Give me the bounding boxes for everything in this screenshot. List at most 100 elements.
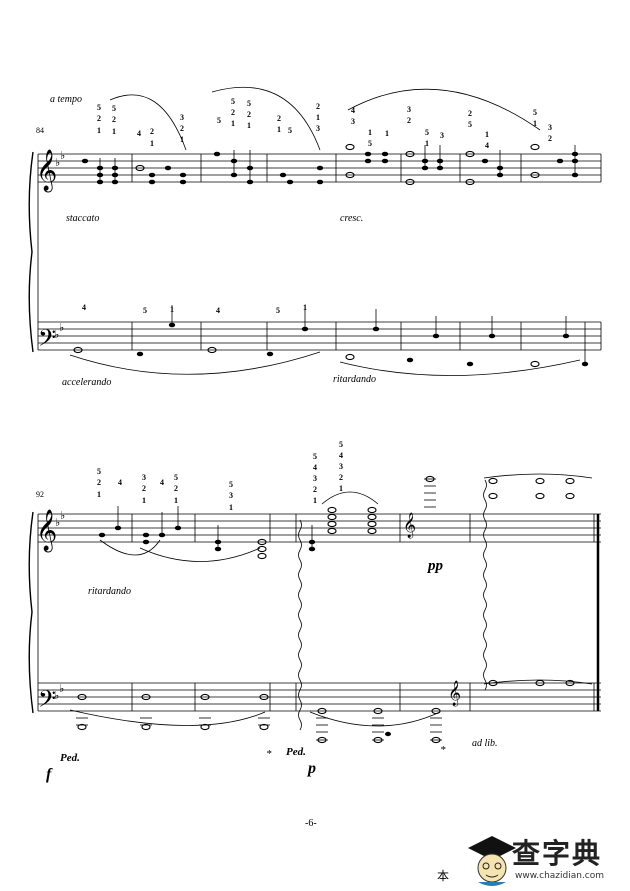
pedal-release-icon: * (266, 748, 272, 760)
fingering-number: 1 (247, 121, 251, 130)
fingering-number: 4 (216, 306, 220, 315)
fingering-number: 4 (160, 478, 164, 487)
fingering-number: 5 (247, 99, 251, 108)
pedal-release-icon: * (440, 744, 446, 756)
fingering-number: 5 (97, 467, 101, 476)
fingering-number: 5 (217, 116, 221, 125)
watermark-logo (458, 826, 630, 891)
fingering-number: 2 (112, 115, 116, 124)
fingering-number: 1 (180, 135, 184, 144)
fingering-number: 5 (112, 104, 116, 113)
fingering-number: 2 (97, 478, 101, 487)
system1-bass-staff (38, 321, 601, 351)
fingering-number: 5 (425, 128, 429, 137)
tempo-marking: accelerando (62, 377, 112, 388)
fingering-number: 4 (313, 463, 317, 472)
fingering-number: 5 (143, 306, 147, 315)
fingering-number: 3 (316, 124, 320, 133)
fingering-number: 3 (548, 123, 552, 132)
fingering-number: 4 (339, 451, 343, 460)
tempo-marking: ritardando (333, 374, 376, 385)
treble-clef-icon: 𝄞 (448, 680, 461, 706)
page-number: -6- (305, 818, 317, 829)
fingering-number: 1 (277, 125, 281, 134)
fingering-number: 2 (548, 134, 552, 143)
dynamic-marking: cresc. (340, 213, 364, 224)
treble-clef-icon: 𝄞 (36, 149, 57, 192)
fingering-number: 2 (142, 484, 146, 493)
fingering-number: 1 (485, 130, 489, 139)
fingering-number: 2 (316, 102, 320, 111)
svg-text:♭: ♭ (54, 328, 59, 341)
fingering-number: 1 (339, 484, 343, 493)
fingering-number: 5 (533, 108, 537, 117)
fingering-number: 2 (150, 127, 154, 136)
system2-treble-staff (38, 513, 601, 543)
fingering-number: 4 (82, 303, 86, 312)
watermark-title: 查字典 (512, 837, 603, 870)
fingering-number: 3 (407, 105, 411, 114)
fingering-number: 1 (150, 139, 154, 148)
fingering-number: 4 (118, 478, 122, 487)
fingering-number: 2 (277, 114, 281, 123)
pedal-marking: Ped. (286, 746, 306, 758)
fingering-number: 2 (468, 109, 472, 118)
fingering-number: 3 (142, 473, 146, 482)
fingering-number: 1 (174, 496, 178, 505)
svg-text:♭: ♭ (59, 321, 64, 334)
treble-clef-icon: 𝄞 (403, 512, 416, 538)
tempo-marking: ad lib. (472, 738, 498, 749)
fingering-number: 3 (313, 474, 317, 483)
fingering-number: 1 (97, 490, 101, 499)
articulation-marking: staccato (66, 213, 100, 224)
fingering-number: 5 (231, 97, 235, 106)
fingering-number: 1 (313, 496, 317, 505)
fingering-number: 1 (142, 496, 146, 505)
fingering-number: 5 (97, 103, 101, 112)
svg-text:♭: ♭ (55, 156, 60, 169)
dynamic-forte: f (46, 766, 52, 783)
fingering-number: 1 (385, 129, 389, 138)
measure-number: 84 (36, 126, 44, 135)
fingering-number: 5 (468, 120, 472, 129)
watermark-url: www.chazidian.com (515, 871, 605, 881)
svg-text:♭: ♭ (55, 516, 60, 529)
fingering-number: 2 (313, 485, 317, 494)
fingering-number: 4 (485, 141, 489, 150)
fingering-number: 2 (339, 473, 343, 482)
bass-clef-icon: 𝄢 (38, 685, 56, 718)
fingering-number: 5 (276, 306, 280, 315)
fingering-number: 5 (288, 126, 292, 135)
fingering-number: 2 (407, 116, 411, 125)
fingering-number: 1 (231, 119, 235, 128)
fingering-number: 1 (316, 113, 320, 122)
fingering-number: 4 (137, 129, 141, 138)
fingering-number: 5 (174, 473, 178, 482)
fingering-number: 1 (368, 128, 372, 137)
svg-text:♭: ♭ (60, 509, 65, 522)
fingering-number: 2 (97, 114, 101, 123)
fingering-number: 5 (229, 480, 233, 489)
dynamic-pianissimo: pp (428, 558, 443, 574)
fingering-number: 1 (303, 303, 307, 312)
svg-text:♭: ♭ (60, 149, 65, 162)
tempo-marking: ritardando (88, 586, 131, 597)
fingering-number: 1 (533, 119, 537, 128)
pedal-marking: Ped. (60, 752, 80, 764)
fingering-number: 5 (339, 440, 343, 449)
fingering-number: 2 (247, 110, 251, 119)
fingering-number: 2 (231, 108, 235, 117)
fingering-number: 4 (351, 106, 355, 115)
fingering-number: 3 (229, 491, 233, 500)
svg-text:♭: ♭ (59, 682, 64, 695)
fingering-number: 1 (97, 126, 101, 135)
fingering-number: 2 (174, 484, 178, 493)
svg-text:♭: ♭ (54, 689, 59, 702)
tempo-marking: a tempo (50, 94, 82, 105)
treble-clef-icon: 𝄞 (36, 509, 57, 552)
fingering-number: 3 (351, 117, 355, 126)
fingering-number: 1 (112, 127, 116, 136)
watermark-char: 本 (437, 869, 450, 883)
